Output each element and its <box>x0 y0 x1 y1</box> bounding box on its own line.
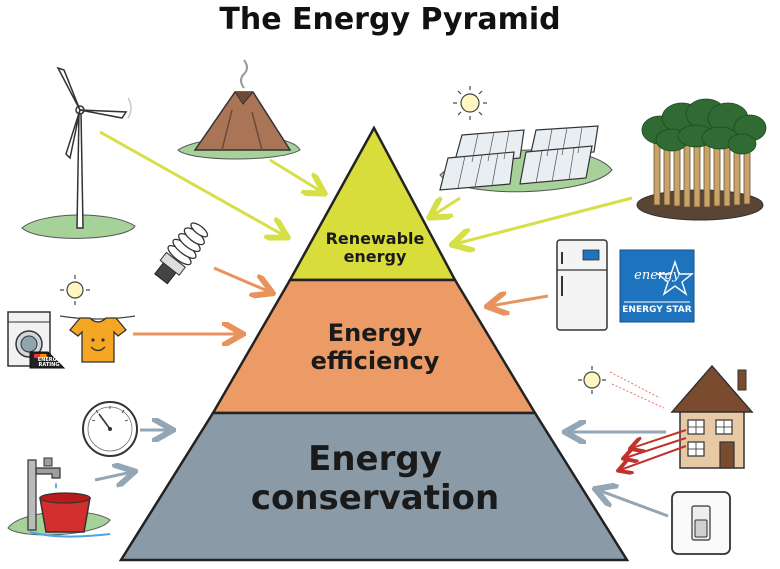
tier-label-conservation: Energy conservation <box>250 439 500 519</box>
tier-conservation <box>118 411 630 562</box>
energy-star-icon <box>619 249 695 323</box>
arrow-switch <box>598 490 669 518</box>
arrow-bulb <box>213 266 270 292</box>
arrow-volcano <box>269 158 322 192</box>
house-icon <box>620 364 754 470</box>
page-title: The Energy Pyramid <box>219 2 561 37</box>
volcano-geothermal-icon <box>177 59 301 160</box>
arrow-fridge <box>490 296 549 306</box>
faucet-bucket-icon <box>7 457 111 538</box>
arrow-faucet <box>94 472 132 480</box>
clothesline-shirt-icon <box>59 315 136 363</box>
sun-icon <box>453 86 487 120</box>
cfl-bulb-icon <box>154 222 209 285</box>
thermostat-icon <box>82 401 138 457</box>
biomass-crops-icon <box>636 98 767 221</box>
arrow-biomass <box>455 196 633 244</box>
energy-star-script: energy <box>634 268 680 283</box>
pyramid <box>118 125 630 562</box>
tier-label-renewable: Renewable energy <box>325 229 425 267</box>
arrow-solar <box>432 198 461 216</box>
washing-machine-icon <box>7 311 66 369</box>
sun-icon <box>578 366 665 409</box>
solar-panels-icon <box>439 125 613 193</box>
arrows <box>94 130 669 518</box>
refrigerator-icon <box>556 239 608 331</box>
sun-icon <box>60 275 90 305</box>
energy-star-label: ENERGY STAR <box>622 305 692 315</box>
washer-badge-label: ENERGY RATING <box>37 357 61 368</box>
wind-turbine-icon <box>21 66 136 239</box>
light-switch-icon <box>671 491 731 555</box>
tier-label-efficiency: Energy efficiency <box>310 319 440 375</box>
arrow-wind <box>99 130 285 236</box>
